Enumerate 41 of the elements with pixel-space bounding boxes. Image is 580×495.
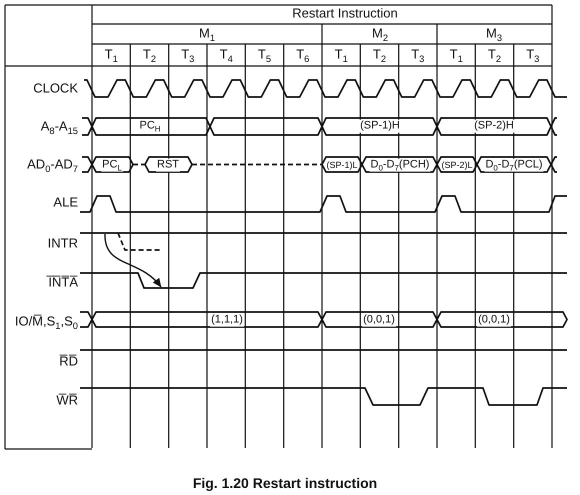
signal-label: R̅D̅: [59, 354, 78, 370]
bus-value: (0,0,1): [477, 314, 511, 326]
signal-label: ALE: [53, 196, 78, 210]
bus-value: (SP-1)L: [326, 160, 358, 170]
column-heading: T$_{2}$: [488, 48, 502, 62]
column-heading: M$_{2}$: [372, 26, 388, 42]
signal-waveform: [80, 271, 567, 290]
signal-label: I̅N̅T̅A̅: [48, 276, 78, 290]
bus-value: RST: [156, 158, 180, 172]
bus-value: (1,1,1): [210, 314, 244, 326]
column-heading: T$_{4}$: [220, 48, 233, 62]
bus-value: (SP-1)H: [359, 120, 401, 132]
column-heading: T$_{1}$: [334, 48, 348, 62]
figure-caption: Fig. 1.20 Restart instruction: [192, 474, 378, 492]
bus-value: D$_{0}$-D$_{7}$(PCL): [484, 158, 544, 172]
signal-label: CLOCK: [33, 82, 78, 96]
signal-label: W̅R̅: [56, 394, 78, 408]
column-heading: M$_{1}$: [198, 26, 216, 42]
column-heading: T$_{1}$: [104, 48, 118, 62]
signal-label: INTR: [48, 236, 78, 252]
signal-waveform: [80, 231, 567, 252]
column-heading: T$_{5}$: [258, 48, 272, 62]
bus-value: (SP-2)H: [473, 120, 515, 132]
table-heading: Restart Instruction: [292, 6, 398, 22]
column-heading: T$_{2}$: [372, 48, 386, 62]
column-heading: M$_{3}$: [486, 26, 502, 42]
signal-label: A$_{8}$-A$_{15}$: [40, 120, 78, 134]
bus-value: PC$_{H}$: [138, 120, 162, 132]
column-heading: T$_{3}$: [526, 48, 540, 62]
column-heading: T$_{6}$: [296, 48, 310, 62]
column-heading: T$_{3}$: [181, 48, 194, 62]
signal-label: AD$_{0}$-AD$_{7}$: [27, 158, 78, 172]
bus-value: (SP-2)L: [440, 160, 474, 170]
curved-arrow: [104, 234, 162, 288]
bus-value: D$_{0}$-D$_{7}$(PCH): [370, 158, 430, 172]
bus-value: (0,0,1): [362, 314, 396, 326]
column-heading: T$_{3}$: [411, 48, 424, 62]
bus-value: PC$_{L}$: [101, 158, 123, 172]
column-heading: T$_{1}$: [450, 48, 463, 62]
column-heading: T$_{2}$: [142, 48, 156, 62]
signal-label: IO/M̅,S$_{1}$,S$_{0}$: [14, 314, 78, 330]
